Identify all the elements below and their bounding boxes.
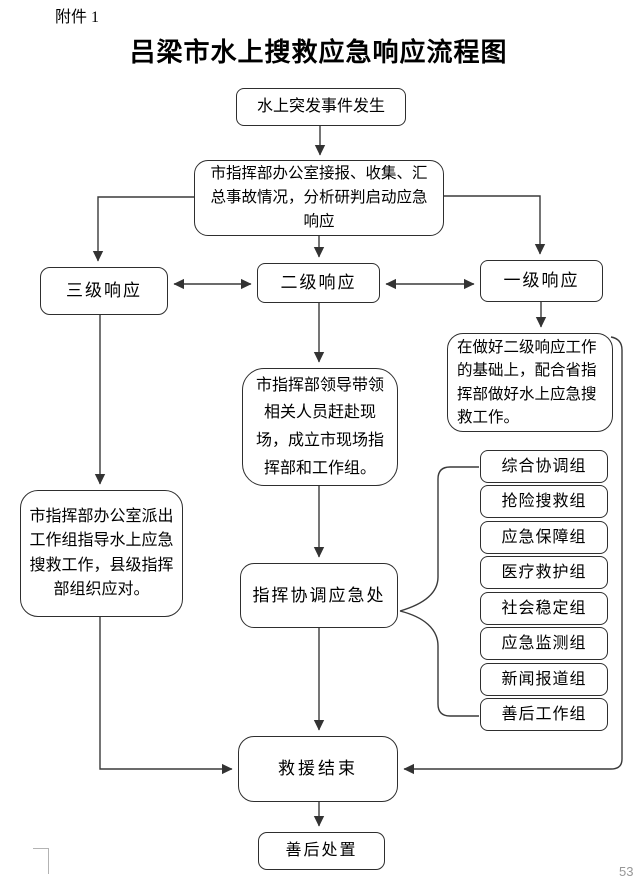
- group-social-stability: 社会稳定组: [480, 592, 608, 625]
- node-level3-detail: 市指挥部办公室派出工作组指导水上应急搜救工作，县级指挥部组织应对。: [20, 490, 183, 617]
- connector-report-to-level1: [444, 195, 546, 255]
- node-level1-response: 一级响应: [480, 260, 603, 302]
- group-emergency-monitoring: 应急监测组: [480, 627, 608, 660]
- node-level3-response: 三级响应: [40, 267, 168, 315]
- bracket-command-to-groups-upper: [399, 466, 479, 612]
- group-emergency-rescue-search: 抢险搜救组: [480, 485, 608, 518]
- node-level1-detail: 在做好二级响应工作的基础上，配合省指挥部做好水上应急搜救工作。: [447, 333, 613, 432]
- node-command-coordination: 指挥协调应急处: [240, 563, 398, 628]
- node-rescue-end: 救援结束: [238, 736, 398, 802]
- node-level2-detail: 市指挥部领导带领相关人员赶赴现场，成立市现场指挥部和工作组。: [242, 368, 398, 486]
- bracket-command-to-groups-lower: [399, 610, 479, 717]
- group-emergency-support: 应急保障组: [480, 521, 608, 554]
- node-incident-start: 水上突发事件发生: [236, 88, 406, 126]
- page-number-artifact: 53: [619, 864, 634, 879]
- attachment-label: 附件 1: [55, 9, 100, 26]
- connector-level1detail-to-rescueend: [403, 336, 623, 775]
- group-news-report: 新闻报道组: [480, 663, 608, 696]
- node-level2-response: 二级响应: [257, 263, 380, 303]
- node-office-report: 市指挥部办公室接报、收集、汇总事故情况，分析研判启动应急响应: [194, 160, 444, 236]
- connector-report-to-level3: [92, 196, 194, 262]
- group-aftermath-work: 善后工作组: [480, 698, 608, 731]
- connector-level3detail-to-rescueend: [99, 617, 233, 775]
- page-title: 吕梁市水上搜救应急响应流程图: [129, 37, 508, 67]
- table-corner-artifact: [33, 848, 49, 874]
- node-aftermath-disposal: 善后处置: [258, 832, 385, 870]
- group-comprehensive-coordination: 综合协调组: [480, 450, 608, 483]
- group-medical-aid: 医疗救护组: [480, 556, 608, 589]
